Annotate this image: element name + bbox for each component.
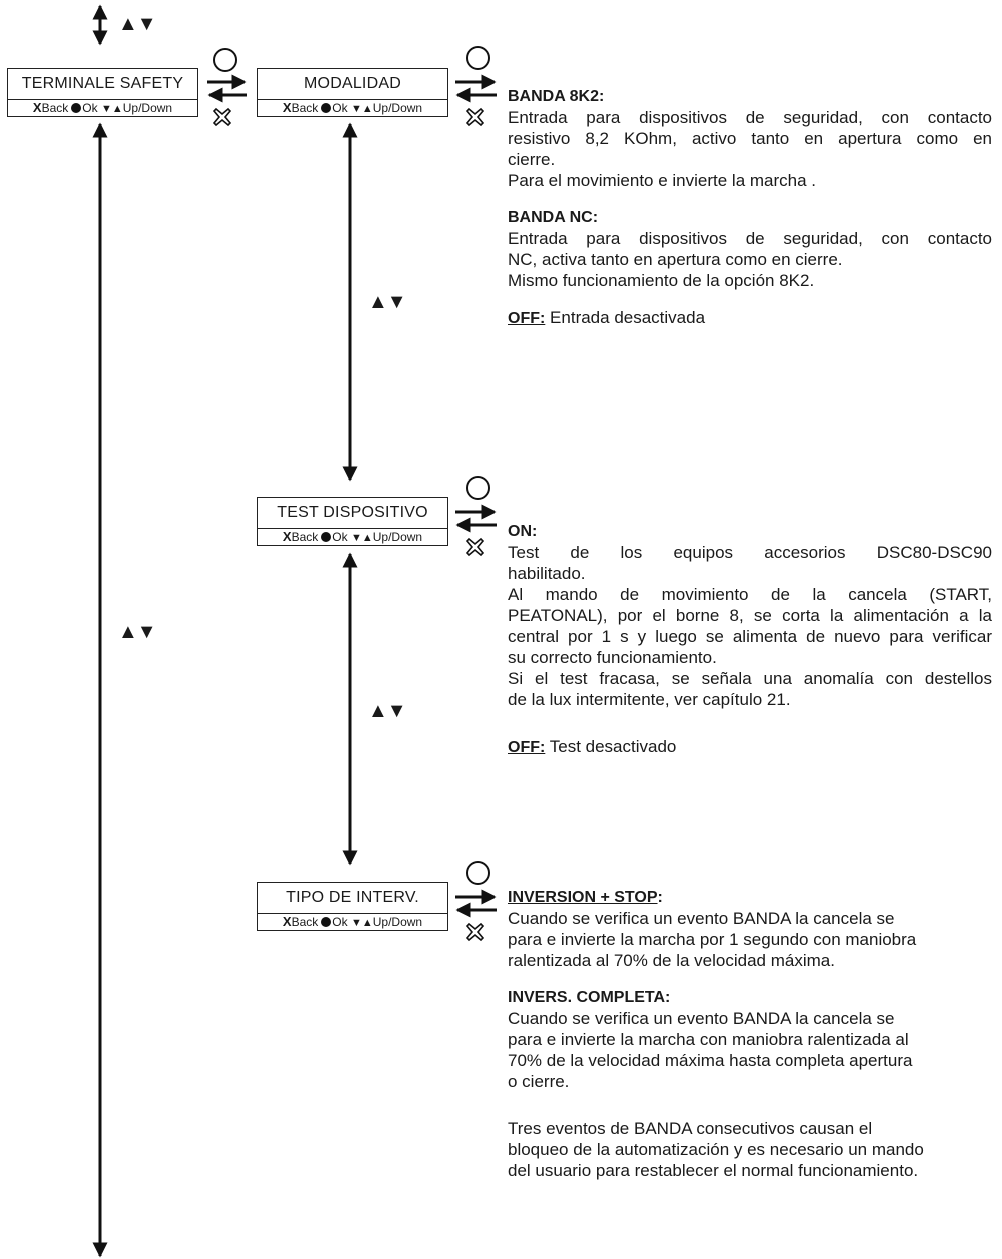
nav-modalidad-options [455,46,497,127]
menu-title: MODALIDAD [258,69,447,100]
tipo-interv-options: INVERSION + STOP: Cuando se verifica un … [508,886,992,1181]
nav-tipo-options [455,861,497,942]
back-cross-icon [465,922,485,942]
updown-label-modalidad: ▲▼ [368,291,407,313]
menu-title: TIPO DE INTERV. [258,883,447,914]
back-cross-icon [212,107,232,127]
off-heading: OFF: [508,310,546,327]
inversion-stop-heading: INVERSION + STOP [508,889,658,906]
ok-dot-icon [71,103,82,113]
ok-circle-icon [466,476,490,500]
nav-test-options [455,476,497,557]
menu-title: TEST DISPOSITIVO [258,498,447,529]
ok-circle-icon [466,46,490,70]
nav-terminale-modalidad [207,48,247,127]
modalidad-options: BANDA 8K2: Entrada para dispositivos de … [508,88,992,327]
invers-completa-heading: INVERS. COMPLETA: [508,989,671,1006]
banda-8k2-heading: BANDA 8K2: [508,88,605,105]
banda-nc-heading: BANDA NC: [508,209,599,226]
off-heading: OFF: [508,739,546,756]
ok-circle-icon [466,861,490,885]
back-cross-icon [465,107,485,127]
updown-label-top: ▲▼ [118,13,157,35]
updown-label-test: ▲▼ [368,700,407,722]
ok-circle-icon [213,48,237,72]
ok-dot-icon [321,917,332,927]
updown-label-main: ▲▼ [118,621,157,643]
menu-title: TERMINALE SAFETY [8,69,197,100]
back-cross-icon [465,537,485,557]
test-dispositivo-options: ON: Test de los equipos accesorios DSC80… [508,523,992,756]
ok-dot-icon [321,532,332,542]
ok-dot-icon [321,103,332,113]
on-heading: ON: [508,523,538,540]
